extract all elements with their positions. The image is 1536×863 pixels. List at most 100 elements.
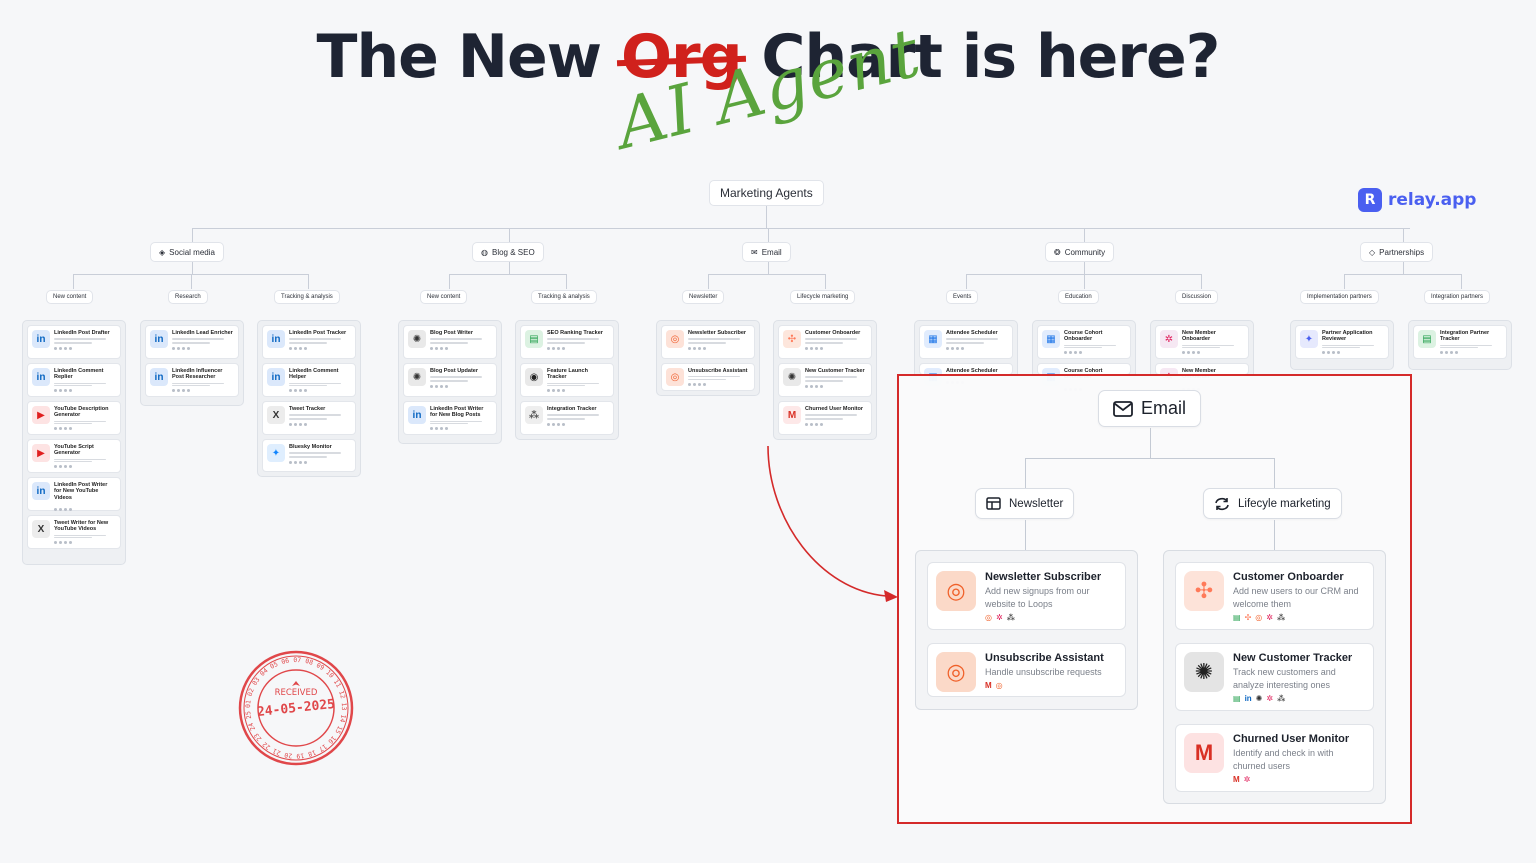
relay-logo: R relay.app bbox=[1358, 188, 1476, 212]
agent-card[interactable]: in LinkedIn Post Drafter bbox=[27, 325, 121, 359]
sheets-icon: ▤ bbox=[1233, 613, 1241, 623]
zoom-lifecycle-node: Lifecyle marketing bbox=[1203, 488, 1342, 519]
agent-card[interactable]: ✺New Customer Tracker bbox=[778, 363, 872, 397]
agent-card[interactable]: X Tweet Writer for New YouTube Videos bbox=[27, 515, 121, 549]
agent-description: Handle unsubscribe requests bbox=[985, 667, 1102, 678]
openai-icon: ✺ bbox=[1184, 652, 1224, 692]
openai-icon: ✺ bbox=[783, 368, 801, 386]
agent-card[interactable]: ▤SEO Ranking Tracker bbox=[520, 325, 614, 359]
team-email-newsletter: Newsletter bbox=[682, 290, 725, 304]
agent-title: LinkedIn Post Drafter bbox=[54, 330, 110, 336]
zoom-email-label: Email bbox=[1141, 398, 1187, 418]
agent-title: Customer Onboarder bbox=[805, 330, 861, 336]
megaphone-icon: ◈ bbox=[159, 247, 166, 257]
agent-description: Identify and check in with churned users bbox=[1233, 748, 1334, 772]
agent-card[interactable]: ✺Blog Post Writer bbox=[403, 325, 497, 359]
mail-icon: ✉ bbox=[751, 247, 758, 257]
agent-card-customer-onboarder[interactable]: ✣ Customer Onboarder Add new users to ou… bbox=[1175, 562, 1374, 630]
agent-card[interactable]: ✦ Bluesky Monitor bbox=[262, 439, 356, 472]
stamp-date: 24-05-2025 bbox=[256, 697, 335, 720]
agent-card[interactable]: ▶YouTube Description Generator bbox=[27, 401, 121, 435]
agent-title: Unsubscribe Assistant bbox=[688, 368, 748, 374]
agent-card[interactable]: ▤Integration Partner Tracker bbox=[1413, 325, 1507, 359]
panel-community-education: ▦Course Cohort Onboarder▦Course Cohort O… bbox=[1032, 320, 1136, 391]
relay-logo-mark: R bbox=[1358, 188, 1382, 212]
loops-icon: ◎ bbox=[936, 652, 976, 692]
github-icon: ◉ bbox=[525, 368, 543, 386]
agent-tools: M ◎ bbox=[985, 682, 1104, 690]
agent-title: New Member Onboarder bbox=[1182, 330, 1216, 343]
zoom-newsletter-label: Newsletter bbox=[1009, 497, 1064, 510]
slack-icon: ✲ bbox=[1160, 330, 1178, 348]
agent-title: Integration Tracker bbox=[547, 406, 597, 412]
x-icon: X bbox=[32, 520, 50, 538]
agent-card[interactable]: ◎Newsletter Subscriber bbox=[661, 325, 755, 359]
agent-card[interactable]: ✺ Blog Post Updater bbox=[403, 363, 497, 397]
linkedin-icon: in bbox=[267, 368, 285, 386]
linkedin-icon: in bbox=[32, 330, 50, 348]
agent-card[interactable]: ▦Course Cohort Onboarder bbox=[1037, 325, 1131, 359]
team-partner-implementation: Implementation partners bbox=[1300, 290, 1379, 304]
agent-title: Bluesky Monitor bbox=[289, 444, 332, 450]
agent-title: Blog Post Updater bbox=[430, 368, 478, 374]
agent-title: Newsletter Subscriber bbox=[688, 330, 747, 336]
agent-card[interactable]: ⁂Integration Tracker bbox=[520, 401, 614, 435]
email-zoom-callout: Email Newsletter Lifecyle marketing ◎ Ne… bbox=[897, 374, 1412, 824]
agent-card[interactable]: ▶YouTube Script Generator bbox=[27, 439, 121, 473]
panel-community-events: ▦Attendee Scheduler▦Attendee Scheduler bbox=[914, 320, 1018, 386]
agent-card[interactable]: ◉Feature Launch Tracker bbox=[520, 363, 614, 397]
root-node: Marketing Agents bbox=[709, 180, 824, 206]
agent-card[interactable]: ▦Attendee Scheduler bbox=[919, 325, 1013, 359]
loops-icon: ◎ bbox=[936, 571, 976, 611]
community-icon: ❂ bbox=[1054, 247, 1061, 257]
agent-card[interactable]: ✲ New Member Onboarder bbox=[1155, 325, 1249, 359]
gmail-icon: M bbox=[1184, 733, 1224, 773]
agent-title: SEO Ranking Tracker bbox=[547, 330, 603, 336]
newspaper-icon bbox=[986, 497, 1001, 510]
bluesky-icon: ✦ bbox=[267, 444, 285, 462]
callout-arrow bbox=[767, 445, 898, 602]
agent-card[interactable]: ✣Customer Onboarder bbox=[778, 325, 872, 359]
agent-card[interactable]: ◎Unsubscribe Assistant bbox=[661, 363, 755, 391]
loops-icon: ◎ bbox=[1255, 613, 1263, 623]
sheets-icon: ▤ bbox=[1233, 694, 1241, 704]
team-partner-integration: Integration partners bbox=[1424, 290, 1491, 304]
agent-title: New Customer Tracker bbox=[1233, 652, 1353, 664]
openai-icon: ✺ bbox=[408, 368, 426, 386]
root-label: Marketing Agents bbox=[720, 186, 813, 200]
agent-card-newsletter-subscriber[interactable]: ◎ Newsletter Subscriber Add new signups … bbox=[927, 562, 1126, 630]
received-stamp: 01 02 03 04 05 06 07 08 09 10 11 12 13 1… bbox=[238, 650, 354, 766]
globe-icon: ◍ bbox=[481, 247, 488, 257]
agent-title: Blog Post Writer bbox=[430, 330, 473, 336]
sparkle-icon: ✦ bbox=[1300, 330, 1318, 348]
agent-title: Tweet Writer for New YouTube Videos bbox=[54, 520, 109, 533]
agent-title: Newsletter Subscriber bbox=[985, 571, 1102, 583]
linkedin-icon: in bbox=[150, 368, 168, 386]
agent-card-new-customer-tracker[interactable]: ✺ New Customer Tracker Track new custome… bbox=[1175, 643, 1374, 711]
agent-card-churned-user-monitor[interactable]: M Churned User Monitor Identify and chec… bbox=[1175, 724, 1374, 792]
agent-title: Course Cohort Onboarder bbox=[1064, 330, 1103, 343]
agent-title: LinkedIn Post Writer for New YouTube Vid… bbox=[54, 482, 108, 501]
agent-card-unsubscribe-assistant[interactable]: ◎ Unsubscribe Assistant Handle unsubscri… bbox=[927, 643, 1126, 697]
agent-title: Attendee Scheduler bbox=[946, 368, 998, 374]
agent-tools: ▤ ✣ ◎ ✲ ⁂ bbox=[1233, 614, 1365, 622]
agent-title: Integration Partner Tracker bbox=[1440, 330, 1490, 343]
agent-card[interactable]: ✦Partner Application Reviewer bbox=[1295, 325, 1389, 359]
gmail-icon: M bbox=[783, 406, 801, 424]
youtube-icon: ▶ bbox=[32, 406, 50, 424]
slack-icon: ✲ bbox=[1266, 694, 1274, 704]
linkedin-icon: in bbox=[267, 330, 285, 348]
webhook-icon: ⁂ bbox=[1276, 613, 1286, 623]
agent-title: YouTube Script Generator bbox=[54, 444, 94, 457]
team-community-events: Events bbox=[946, 290, 979, 304]
dept-social-media: ◈Social media bbox=[150, 242, 224, 262]
